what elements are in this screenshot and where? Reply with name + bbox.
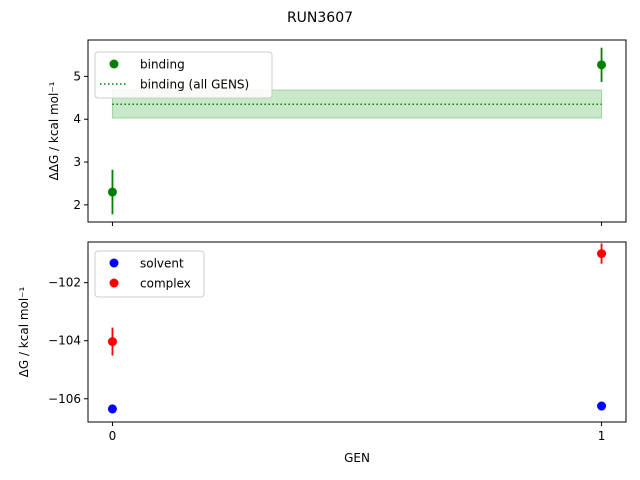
top-legend-frame <box>94 51 273 99</box>
bottom-legend-frame <box>94 250 205 298</box>
bottom-y-tick-label: −104 <box>48 334 81 348</box>
bottom-plot-area <box>107 243 607 414</box>
top-y-tick-label: 5 <box>73 69 81 83</box>
top-y-tick-label: 3 <box>73 155 81 169</box>
legend-binding-marker <box>109 59 119 69</box>
legend-solvent-marker <box>109 258 119 268</box>
figure-title: RUN3607 <box>287 10 353 26</box>
bottom-y-ticks: −106 −104 −102 <box>48 276 88 406</box>
bottom-y-tick-label: −102 <box>48 276 81 290</box>
bottom-y-axis-label: ΔG / kcal mol⁻¹ <box>17 286 31 377</box>
legend-complex-label: complex <box>140 277 191 291</box>
top-y-axis-label: ΔΔG / kcal mol⁻¹ <box>47 81 61 180</box>
legend-binding-all-gens-label: binding (all GENS) <box>140 78 249 92</box>
top-axes-frame <box>87 39 627 223</box>
solvent-point <box>597 401 607 411</box>
top-y-tick-label: 2 <box>73 198 81 212</box>
top-legend: binding binding (all GENS) <box>94 51 273 99</box>
x-axis-label: GEN <box>344 451 370 465</box>
complex-point <box>107 337 117 347</box>
top-x-ticks <box>111 222 603 226</box>
x-tick-label: 0 <box>109 429 117 443</box>
solvent-point <box>107 404 117 414</box>
bottom-axes-frame <box>87 241 627 423</box>
top-axes: 2 3 4 5 ΔΔG / kcal mol⁻¹ binding binding (a… <box>47 39 627 226</box>
binding-point <box>597 60 607 70</box>
legend-binding-label: binding <box>140 58 185 72</box>
binding-point <box>107 187 117 197</box>
complex-point <box>597 249 607 259</box>
top-y-tick-label: 4 <box>73 112 81 126</box>
top-y-ticks: 2 3 4 5 <box>73 69 88 212</box>
bottom-y-tick-label: −106 <box>48 392 81 406</box>
bottom-legend: solvent complex <box>94 250 205 298</box>
legend-complex-marker <box>109 278 119 288</box>
x-tick-label: 1 <box>598 429 606 443</box>
legend-solvent-label: solvent <box>140 257 184 271</box>
